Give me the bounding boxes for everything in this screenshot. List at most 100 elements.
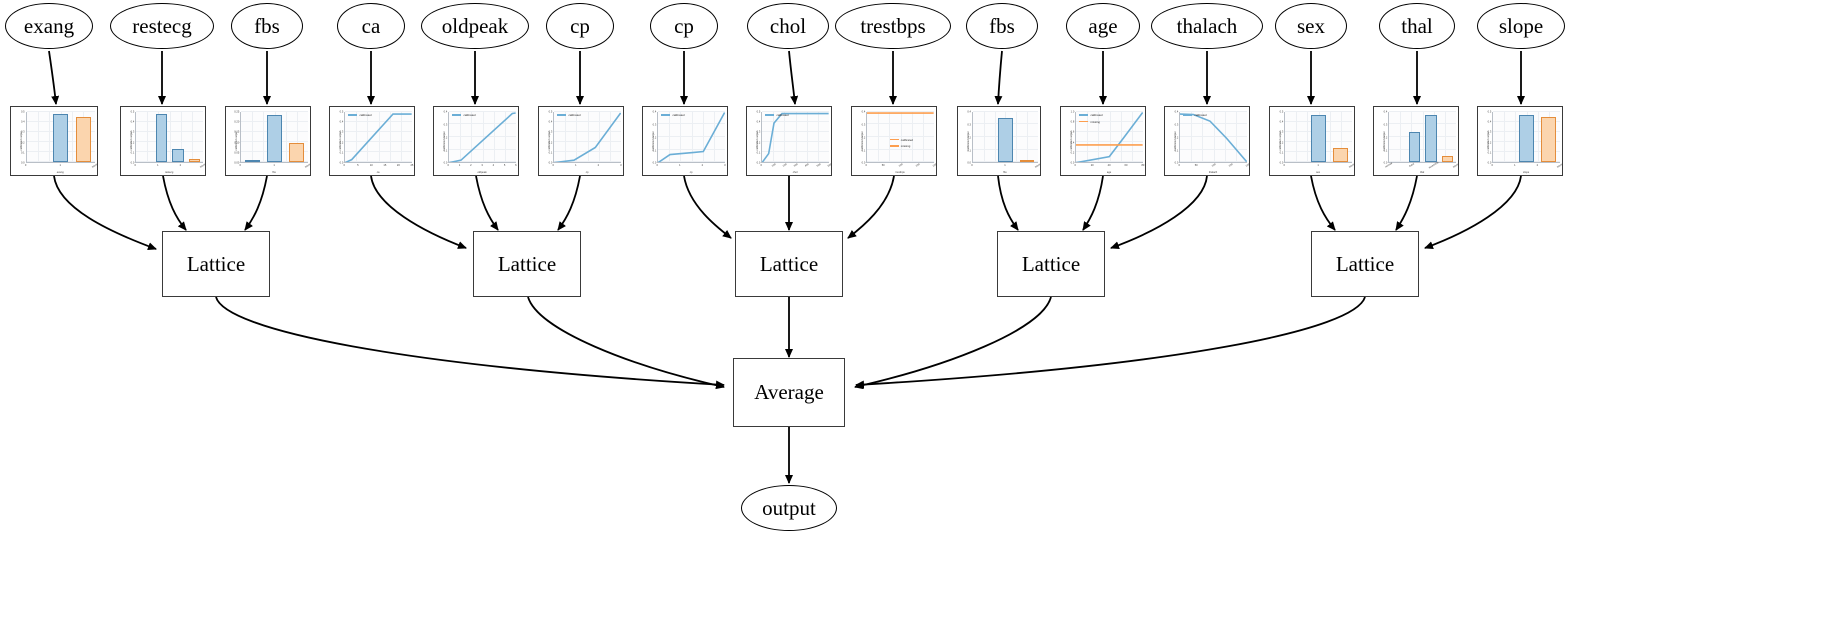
plot-x-tick: 1 [157, 164, 159, 168]
plot-x-tick: 0 [865, 164, 867, 168]
plot-y-tick: 0.1 [756, 151, 761, 155]
feature-node-oldpeak[interactable]: oldpeak [421, 3, 529, 49]
lattice-node-1[interactable]: Lattice [162, 231, 270, 297]
gridline-vertical [609, 111, 611, 163]
feature-node-thalach[interactable]: thalach [1151, 3, 1263, 49]
legend-swatch-icon [1183, 114, 1193, 116]
plot-x-tick: 10 [369, 164, 373, 168]
gridline-horizontal [136, 120, 203, 122]
plot-line-series [1180, 112, 1247, 163]
gridline-horizontal [449, 110, 516, 112]
plot-x-tick: 60 [1124, 164, 1128, 168]
plot-x-tick: 1 [1514, 164, 1516, 168]
gridline-vertical [587, 111, 589, 163]
gridline-horizontal [136, 110, 203, 112]
feature-node-chol[interactable]: chol [747, 3, 829, 49]
plot-y-tick: 0.1 [652, 149, 657, 153]
plot-x-tick: 0 [1283, 164, 1285, 168]
plot-y-tick: 0.5 [21, 110, 25, 114]
feature-node-fbs-2[interactable]: fbs [966, 3, 1038, 49]
plot-y-tick: 0.0 [1279, 161, 1284, 165]
gridline-horizontal [26, 110, 95, 112]
feature-node-exang[interactable]: exang [5, 3, 93, 49]
gridline-vertical [1098, 111, 1100, 163]
gridline-horizontal [762, 120, 829, 122]
gridline-horizontal [762, 151, 829, 153]
lattice-node-4[interactable]: Lattice [997, 231, 1105, 297]
plot-y-tick: 0.2 [21, 141, 25, 145]
plot-y-tick: 0.1 [967, 149, 971, 153]
gridline-vertical [147, 111, 149, 163]
plot-x-axis-label: chol [792, 171, 798, 174]
gridline-horizontal [345, 141, 412, 143]
plot-x-axis-label: exang [56, 171, 64, 174]
feature-node-thal[interactable]: thal [1379, 3, 1455, 49]
plot-legend-entry: calibrated [661, 113, 685, 117]
output-node[interactable]: output [741, 485, 837, 531]
gridline-horizontal [867, 148, 934, 150]
gridline-horizontal [762, 110, 829, 112]
feature-node-trestbps[interactable]: trestbps [835, 3, 951, 49]
lattice-node-3[interactable]: Lattice [735, 231, 843, 297]
gridline-horizontal [1285, 110, 1352, 112]
plot-legend-label: calibrated [900, 137, 913, 142]
lattice-node-5[interactable]: Lattice [1311, 231, 1419, 297]
plot-x-tick: 300 [793, 163, 799, 169]
plot-axes [761, 110, 829, 164]
feature-node-fbs[interactable]: fbs [231, 3, 303, 49]
feature-node-cp-2[interactable]: cp [650, 3, 718, 49]
feature-node-restecg[interactable]: restecg [110, 3, 214, 49]
feature-node-sex[interactable]: sex [1275, 3, 1347, 49]
plot-y-tick: 0.2 [1487, 141, 1492, 145]
gridline-horizontal [554, 131, 621, 133]
plot-legend-entry: calibrated [1079, 113, 1103, 117]
feature-node-label: exang [23, 13, 75, 38]
lattice-node-label: Lattice [1335, 251, 1395, 276]
gridline-vertical [1307, 111, 1309, 163]
legend-swatch-icon [557, 114, 567, 116]
gridline-horizontal [1389, 123, 1456, 125]
plot-axes [866, 110, 934, 164]
plot-x-tick: 5 [503, 164, 506, 168]
gridline-horizontal [1180, 110, 1247, 112]
plot-x-tick: 4 [492, 164, 495, 168]
average-node[interactable]: Average [733, 358, 845, 427]
plot-line-series [658, 112, 725, 163]
plot-x-axis-label: age [1106, 171, 1112, 174]
gridline-vertical [180, 111, 182, 163]
plot-x-axis-label: fbs [1003, 171, 1007, 174]
plot-x-tick: 200 [781, 163, 788, 169]
plot-x-tick: 3 [724, 164, 726, 168]
feature-node-cp-1[interactable]: cp [546, 3, 614, 49]
plot-y-tick: 0.0 [1487, 161, 1492, 165]
plot-bar [289, 143, 305, 163]
plot-y-axis-label: calibrated output [967, 131, 971, 151]
feature-node-age[interactable]: age [1066, 3, 1140, 49]
legend-swatch-icon [452, 114, 462, 116]
plot-axes [657, 110, 725, 164]
feature-node-slope[interactable]: slope [1477, 3, 1565, 49]
plot-x-tick: 200 [932, 163, 937, 169]
lattice-node-2[interactable]: Lattice [473, 231, 581, 297]
feature-node-ca[interactable]: ca [337, 3, 405, 49]
gridline-horizontal [1180, 136, 1247, 138]
plot-y-tick: 0.2 [1279, 141, 1284, 145]
plot-line-series [867, 112, 934, 163]
